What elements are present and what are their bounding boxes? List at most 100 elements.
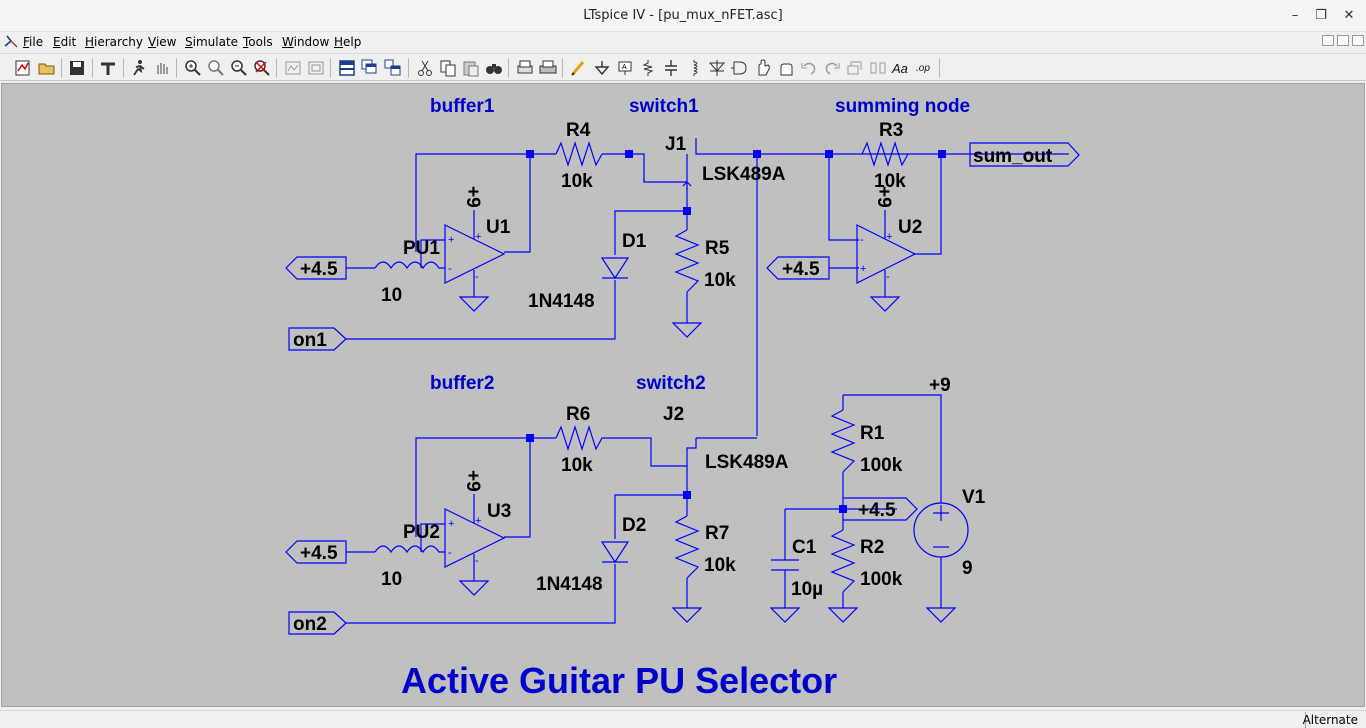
menu-simulate[interactable]: Simulate (185, 35, 239, 49)
svg-text:-: - (448, 263, 452, 275)
r7-value: 10k (704, 555, 736, 576)
window-icon[interactable] (337, 58, 357, 78)
find-icon[interactable] (484, 58, 504, 78)
draw-wire-icon[interactable] (569, 58, 589, 78)
rotate-icon[interactable] (845, 58, 865, 78)
label-net-icon[interactable]: A (615, 58, 635, 78)
j2-value: LSK489A (705, 452, 789, 473)
junction-dots (526, 150, 946, 513)
u1-name: U1 (486, 217, 511, 238)
schematic-canvas[interactable]: buffer1 switch1 summing node buffer2 swi… (1, 83, 1365, 707)
menu-tools[interactable]: Tools (243, 35, 273, 49)
d1-value: 1N4148 (528, 291, 595, 312)
menu-window[interactable]: Window (282, 35, 330, 49)
tile-icon[interactable] (383, 58, 403, 78)
drag-icon[interactable] (776, 58, 796, 78)
capacitor-icon[interactable] (661, 58, 681, 78)
close-button[interactable]: ✕ (1343, 8, 1355, 23)
u2-name: U2 (898, 217, 922, 238)
svg-text:+: + (448, 234, 454, 246)
svg-text:+: + (475, 515, 481, 527)
j2-name: J2 (663, 404, 684, 425)
svg-text:+: + (886, 231, 892, 243)
new-schematic-icon[interactable] (13, 58, 33, 78)
r3-value: 10k (874, 171, 906, 192)
r5-name: R5 (705, 238, 730, 259)
u3-supply-label: +9 (462, 470, 483, 492)
diode-icon[interactable] (707, 58, 727, 78)
zoom-in-icon[interactable] (183, 58, 203, 78)
net-label-u2-bias: +4.5 (782, 259, 820, 280)
menu-help[interactable]: Help (334, 35, 362, 49)
c1-name: C1 (792, 537, 817, 558)
svg-text:-: - (886, 271, 890, 283)
resistor-icon[interactable] (638, 58, 658, 78)
paste-icon[interactable] (461, 58, 481, 78)
move-icon[interactable] (753, 58, 773, 78)
r7-name: R7 (705, 523, 729, 544)
mirror-icon[interactable] (868, 58, 888, 78)
cascade-icon[interactable] (360, 58, 380, 78)
spice-directive-icon[interactable]: .op (914, 58, 934, 78)
component-labels: R4 10k J1 LSK489A R3 10k U1 U2 PU1 10 D1… (293, 120, 1053, 635)
zoom-out-icon[interactable] (229, 58, 249, 78)
inductor-icon[interactable] (684, 58, 704, 78)
control-panel-icon[interactable] (98, 58, 118, 78)
svg-text:-: - (475, 555, 479, 567)
minimize-button[interactable]: – (1291, 8, 1299, 23)
cut-icon[interactable] (415, 58, 435, 78)
mdi-minimize-button[interactable] (1322, 35, 1334, 46)
svg-text:+: + (448, 518, 454, 530)
component-icon[interactable] (730, 58, 750, 78)
net-label-on1: on1 (293, 330, 327, 351)
d1-name: D1 (622, 231, 647, 252)
undo-icon[interactable] (799, 58, 819, 78)
print-icon[interactable] (538, 58, 558, 78)
tile-horizontal-icon[interactable] (306, 58, 326, 78)
save-icon[interactable] (67, 58, 87, 78)
schematic-title: Active Guitar PU Selector (401, 660, 837, 701)
text-icon[interactable]: Aa (891, 58, 911, 78)
pu1-value: 10 (381, 285, 402, 306)
comment-buffer1: buffer1 (430, 96, 495, 117)
menu-edit[interactable]: Edit (53, 35, 77, 49)
open-icon[interactable] (37, 58, 57, 78)
menu-hierarchy[interactable]: Hierarchy (85, 35, 144, 49)
net-label-pu2-bias: +4.5 (300, 543, 338, 564)
u2-supply-label: +9 (873, 186, 894, 208)
svg-text:+: + (860, 263, 866, 275)
svg-text:-: - (475, 271, 479, 283)
net-label-sum-out: sum_out (973, 146, 1053, 167)
svg-text:A: A (622, 64, 627, 71)
title-bar: LTspice IV - [pu_mux_nFET.asc] – ❐ ✕ (0, 0, 1366, 32)
r1-value: 100k (860, 455, 903, 476)
schematic-comments: buffer1 switch1 summing node buffer2 swi… (401, 96, 970, 701)
r1-name: R1 (860, 423, 885, 444)
status-bar: Alternate (0, 710, 1366, 728)
ltspice-app-icon[interactable] (3, 34, 19, 50)
halt-icon[interactable] (152, 58, 172, 78)
net-label-on2: on2 (293, 614, 327, 635)
status-mode: Alternate (1302, 713, 1358, 727)
zoom-pan-icon[interactable] (206, 58, 226, 78)
pu2-value: 10 (381, 569, 402, 590)
tile-vertical-icon[interactable] (283, 58, 303, 78)
r2-name: R2 (860, 537, 884, 558)
restore-button[interactable]: ❐ (1315, 8, 1327, 23)
supply-label: +9 (929, 375, 951, 396)
d2-value: 1N4148 (536, 574, 603, 595)
copy-icon[interactable] (438, 58, 458, 78)
menu-view[interactable]: View (148, 35, 177, 49)
redo-icon[interactable] (822, 58, 842, 78)
comment-summing-node: summing node (835, 96, 970, 117)
run-icon[interactable] (129, 58, 149, 78)
zoom-cancel-icon[interactable] (252, 58, 272, 78)
menu-file[interactable]: File (23, 35, 44, 49)
mdi-close-button[interactable] (1352, 35, 1364, 46)
print-preview-icon[interactable] (515, 58, 535, 78)
mdi-restore-button[interactable] (1337, 35, 1349, 46)
schematic-drawing: buffer1 switch1 summing node buffer2 swi… (285, 96, 1080, 701)
r5-value: 10k (704, 270, 736, 291)
ground-icon[interactable] (592, 58, 612, 78)
toolbar: A Aa .op (0, 53, 1366, 81)
